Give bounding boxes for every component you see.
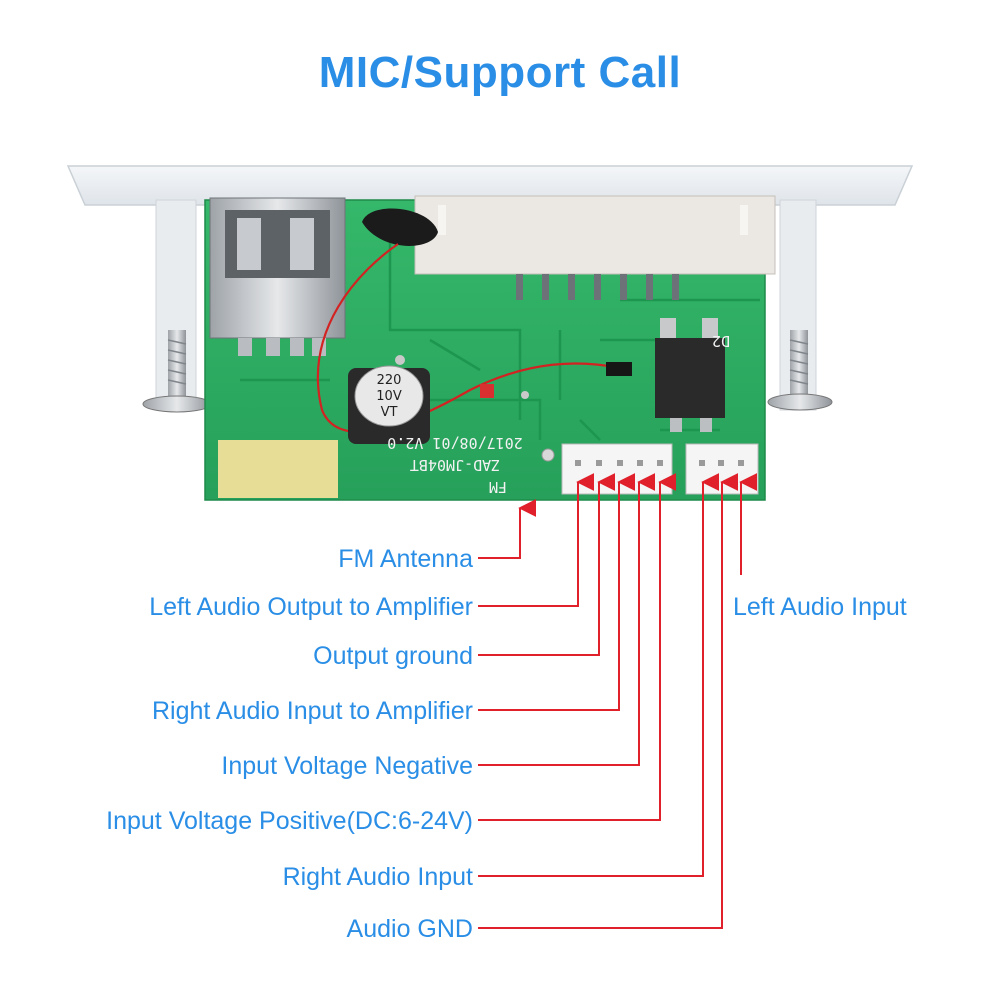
leader-vin-neg — [478, 473, 656, 766]
label-output-ground: Output ground — [313, 642, 473, 670]
page-title: MIC/Support Call — [318, 48, 682, 97]
leader-left-out — [478, 473, 595, 607]
label-input-voltage-negative: Input Voltage Negative — [221, 752, 473, 780]
display-connector — [414, 195, 776, 300]
label-right-audio-input-amp: Right Audio Input to Amplifier — [152, 697, 473, 725]
board-date-version: 2017/08/01 V2.0 — [387, 434, 522, 452]
capacitor: 220 10V VT — [348, 365, 430, 444]
fm-silk-label: FM — [489, 478, 507, 496]
chip-label: D2 — [712, 332, 730, 350]
usb-port — [209, 197, 346, 356]
status-led — [480, 384, 494, 398]
label-fm-antenna: FM Antenna — [338, 545, 473, 573]
leader-out-gnd — [478, 473, 616, 656]
capacitor-series: VT — [381, 405, 398, 420]
label-audio-gnd: Audio GND — [347, 915, 473, 943]
regulator-chip: D2 — [655, 318, 730, 432]
label-left-audio-output: Left Audio Output to Amplifier — [149, 593, 473, 621]
label-right-audio-input: Right Audio Input — [283, 863, 473, 891]
acrylic-panel — [66, 165, 914, 411]
capacitor-voltage: 10V — [376, 389, 402, 404]
screw-right — [767, 330, 833, 411]
label-input-voltage-positive: Input Voltage Positive(DC:6-24V) — [106, 807, 473, 835]
leader-lines — [478, 473, 758, 929]
leader-right-in — [478, 473, 720, 877]
leader-vin-pos — [478, 473, 677, 821]
screw-left — [142, 330, 212, 413]
leader-audio-gnd — [478, 473, 739, 929]
leader-fm-antenna — [478, 499, 537, 559]
label-left-audio-input: Left Audio Input — [733, 593, 907, 621]
leader-right-in-amp — [478, 473, 636, 711]
capacitor-value: 220 — [377, 373, 402, 388]
board-model: ZAD-JM04BT — [410, 456, 500, 474]
